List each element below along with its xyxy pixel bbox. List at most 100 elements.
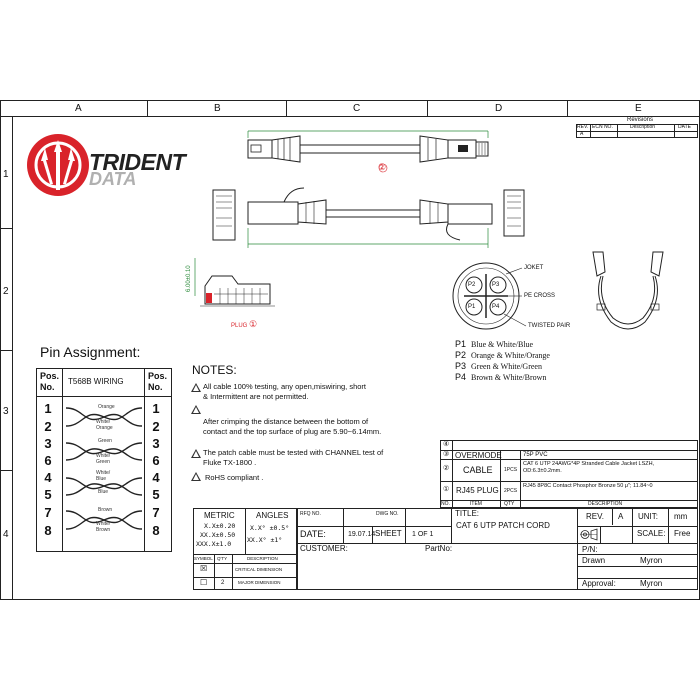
pair-code: P4 (455, 372, 467, 382)
bom-item-name: CABLE (463, 465, 493, 475)
col-label-e: E (635, 103, 642, 114)
date-label: DATE: (300, 529, 326, 539)
bom-row-line (440, 500, 698, 501)
metric-tolerance: XX.X±0.50 (200, 531, 236, 539)
tolerance-col-line (214, 554, 215, 590)
pin-right-2: 2 (152, 419, 160, 434)
angle-tolerance: XX.X° ±1° (247, 536, 283, 544)
tolerance-row-line (193, 563, 297, 564)
symbol-header: SYMBOL (194, 556, 213, 561)
bom-qty: 2PCS (504, 488, 518, 494)
pin-right-3: 3 (152, 436, 160, 451)
title-col-line (451, 508, 452, 543)
scale-value: Free (674, 529, 691, 538)
wire-label-white-blue: White/ Blue (96, 470, 111, 482)
pair-label-p2: P2 (468, 282, 476, 288)
col-divider (286, 100, 287, 116)
unit-value: mm (674, 512, 688, 521)
bom-row-line (440, 450, 698, 451)
title-col-line (612, 508, 613, 525)
pin-table-col-line (144, 368, 145, 552)
customer-label: CUSTOMER: (300, 544, 348, 553)
pair-code: P2 (455, 350, 467, 360)
pin-left-1: 1 (44, 401, 52, 416)
pin-assignment-table (36, 368, 172, 552)
bom-idx: ④ (443, 441, 450, 448)
revisions-col-line (617, 124, 618, 138)
row-divider (0, 228, 12, 229)
pin-left-2: 2 (44, 419, 52, 434)
bom-col-line (520, 450, 521, 508)
revisions-header-date: DATE (678, 124, 691, 130)
title-block (297, 508, 698, 590)
drawn-value: Myron (640, 556, 663, 565)
wire-label-green: Green (98, 438, 112, 444)
rev-label: REV. (586, 512, 604, 521)
pin-left-3: 3 (44, 436, 52, 451)
notes-title: NOTES: (192, 363, 237, 377)
title-col-line (600, 526, 601, 543)
pin-left-6: 6 (44, 453, 52, 468)
sheet-value: 1 OF 1 (412, 531, 434, 538)
title-col-line (577, 508, 578, 590)
bom-item-name: RJ45 PLUG (456, 486, 499, 495)
pin-right-8: 8 (152, 523, 160, 538)
pin-assignment-title: Pin Assignment: (40, 344, 141, 360)
title-col-line (632, 508, 633, 543)
bom-idx: ③ (443, 451, 450, 458)
warning-icon (191, 383, 201, 392)
note-item-4: RoHS compliant . (205, 473, 264, 482)
tolerance-col-line (232, 554, 233, 590)
pin-left-4: 4 (44, 470, 52, 485)
bom-row-line (440, 481, 698, 482)
wire-label-white-orange: White/ Orange (96, 419, 113, 431)
pair-text: Orange & White/Orange (471, 351, 550, 360)
pin-right-6: 6 (152, 453, 160, 468)
title-row-line (297, 526, 451, 527)
bom-row-line (440, 459, 698, 460)
pair-legend-row: P1 Blue & White/Blue (455, 340, 533, 349)
cable-cross-section-diagram (452, 262, 527, 330)
title-col-line (668, 508, 669, 543)
major-qty: 2 (221, 580, 225, 586)
bom-table (440, 440, 698, 508)
cross-label-jacket: JOKET (524, 265, 544, 271)
bom-idx: ② (443, 465, 450, 472)
revisions-header-description: Description (630, 124, 656, 130)
pair-label-p1: P1 (468, 304, 476, 310)
approval-value: Myron (640, 579, 663, 588)
metric-tolerance: XXX.X±1.0 (196, 540, 232, 548)
pair-text: Green & White/Green (471, 362, 542, 371)
col-divider (427, 100, 428, 116)
pin-left-8: 8 (44, 523, 52, 538)
title-row-line (577, 578, 698, 579)
pair-legend-row: P2 Orange & White/Orange (455, 351, 550, 360)
pair-text: Blue & White/Blue (471, 340, 534, 349)
col-divider (567, 100, 568, 116)
note-item-2: After crimping the distance between the … (203, 417, 382, 436)
unit-label: UNIT: (638, 512, 658, 521)
pair-code: P1 (455, 339, 467, 349)
pair-legend-row: P4 Brown & White/Brown (455, 373, 546, 382)
dimension-label: 6.00±0.10 (186, 265, 192, 292)
bom-header-item: ITEM (470, 501, 482, 507)
row-divider (0, 470, 12, 471)
pin-left-7: 7 (44, 505, 52, 520)
warning-icon (191, 472, 201, 481)
critical-symbol: ☒ (200, 564, 208, 573)
approval-label: Approval: (582, 579, 616, 588)
bom-header-description: DESCRIPTION (588, 501, 623, 507)
coiled-cable-view (592, 251, 664, 330)
row-label-2: 2 (3, 286, 9, 297)
title-col-line (405, 508, 406, 543)
col-label-b: B (214, 103, 221, 114)
bom-col-line (500, 450, 501, 508)
row-ruler-line (12, 116, 13, 600)
wire-label-brown: Brown (98, 507, 113, 513)
revisions-col-line (674, 124, 675, 138)
pair-label-p3: P3 (492, 282, 500, 288)
patch-cord-drawing (194, 130, 493, 307)
cross-label-pe-cross: PE CROSS (524, 293, 556, 299)
bom-desc: 75P PVC (523, 452, 548, 458)
col-label-c: C (353, 103, 361, 114)
